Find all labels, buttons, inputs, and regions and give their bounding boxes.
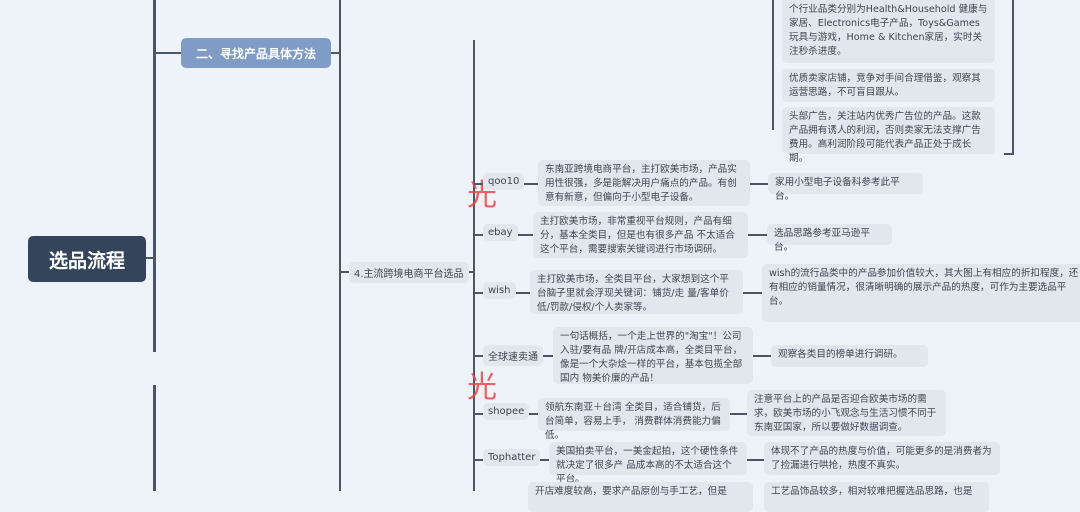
connector-line [543,355,553,357]
level2-node[interactable]: 4.主流跨境电商平台选品 [349,262,469,283]
platform-note[interactable]: wish的流行品类中的产品参加价值较大，其大图上有相应的折扣程度，还有相应的销量… [762,264,1080,322]
connector-line [340,271,349,273]
top-note[interactable]: 优质卖家店铺，竞争对手间合理借鉴，观察其运营思路，不可盲目跟从。 [782,69,995,102]
connector-line [753,355,771,357]
platform-note[interactable]: 注意平台上的产品是否迎合欧美市场的需求，欧美市场的小飞观念与生活习惯不同于东南亚… [747,390,946,436]
platform-label[interactable]: Tophatter [483,449,541,466]
root-node[interactable]: 选品流程 [28,236,146,282]
connector-line [524,183,538,185]
level1-label: 二、寻找产品具体方法 [195,46,316,61]
bracket-line [1004,153,1014,155]
connector-line [540,459,549,461]
platform-label[interactable]: ebay [483,224,518,241]
connector-line [474,234,483,236]
connector-line [146,257,154,259]
connector-line [465,271,473,273]
platform-note[interactable]: 观察各类目的榜单进行调研。 [771,345,928,367]
platform-description[interactable]: 领航东南亚＋台湾 全类目，适合铺货，后台简单，容易上手， 消费群体消费能力偏低。 [538,398,730,441]
platform-description[interactable]: 一句话概括，一个走上世界的"淘宝"！公司入驻/要有品 牌/开店成本高，全类目平台… [553,327,753,384]
platform-description[interactable]: 美国拍卖平台，一美金起拍，这个硬性条件就决定了很多产 品成本高的不太适合这个平台… [549,442,747,485]
bracket-line [772,0,774,130]
connector-line [529,413,538,415]
connector-line [473,40,475,491]
connector-line [518,234,533,236]
connector-line [331,52,340,54]
platform-label[interactable]: shopee [483,403,530,420]
platform-note[interactable]: 选品思路参考亚马逊平台。 [767,224,892,253]
connector-line [474,413,483,415]
connector-line [474,355,483,357]
connector-line [474,292,483,294]
connector-line [474,459,483,461]
platform-note[interactable]: 体现不了产品的热度与价值，可能更多的是消费者为了捡漏进行哄抢，热度不真实。 [764,442,1000,475]
platform-note[interactable]: 家用小型电子设备科参考此平台。 [768,173,923,202]
connector-line [155,52,181,54]
top-note[interactable]: 分析我们是否有机会进入。销量排行靠前的几个行业品类分别为Health&House… [782,0,995,63]
platform-description[interactable]: 东南亚跨境电商平台，主打欧美市场，产品实用性很强，多是能解决用户痛点的产品。有创… [538,160,750,206]
platform-note[interactable]: 工艺品饰品较多，相对较难把握选品思路，也是 [764,482,989,512]
bracket-line [1012,0,1014,155]
level1-node[interactable]: 二、寻找产品具体方法 [181,38,331,68]
platform-label[interactable]: wish [483,282,516,299]
platform-description[interactable]: 主打欧美市场，非常重视平台规则，产品有细分，基本全类目，但是也有很多产品 不太适… [533,212,748,258]
connector-line [339,0,341,491]
root-label: 选品流程 [48,249,125,272]
connector-line [748,234,767,236]
connector-line [743,292,762,294]
top-note[interactable]: 头部广告，关注站内优秀广告位的产品。这款产品拥有诱人的利润，否则卖家无法支撑广告… [782,107,995,164]
connector-line [730,413,747,415]
platform-description[interactable]: 主打欧美市场，全类目平台，大家想到这个平台脑子里就会浮现关键词：铺货/走 量/客… [530,270,743,314]
connector-line [153,0,156,352]
platform-label[interactable]: qoo10 [483,173,525,190]
connector-line [474,183,483,185]
platform-label[interactable]: 全球速卖通 [483,345,543,366]
watermark: 光 [467,370,497,405]
connector-line [153,385,156,491]
connector-line [747,459,764,461]
platform-description[interactable]: 开店难度较高，要求产品原创与手工艺，但是 [528,482,753,512]
connector-line [750,183,768,185]
connector-line [516,292,530,294]
